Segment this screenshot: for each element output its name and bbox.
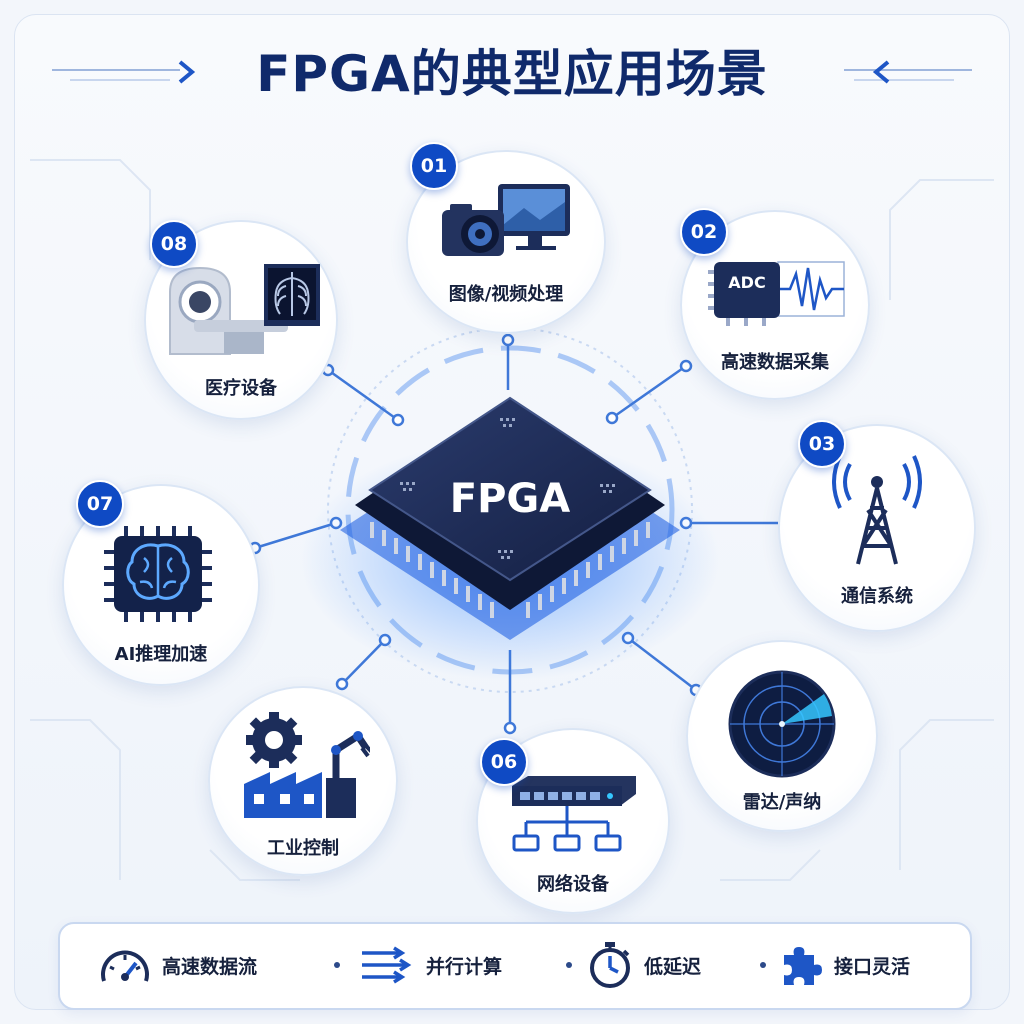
fpga-chip <box>340 396 680 640</box>
title-decoration-right <box>844 60 972 84</box>
node-number-badge: 02 <box>680 208 728 256</box>
feature-label: 并行计算 <box>426 955 503 978</box>
separator-dot <box>760 962 766 968</box>
network-switch-icon <box>512 776 636 852</box>
parallel-arrows-icon <box>362 946 412 984</box>
node-label: 工业控制 <box>267 838 339 859</box>
adc-waveform-icon: ADC <box>708 261 845 326</box>
speedometer-icon <box>101 950 149 982</box>
radar-icon <box>728 670 836 778</box>
chip-pins <box>370 522 650 618</box>
node-image-video[interactable]: 图像/视频处理 <box>406 150 606 334</box>
feature-item: 高速数据流 <box>98 945 257 985</box>
feature-item: 接口灵活 <box>780 945 910 985</box>
node-label: AI推理加速 <box>114 644 208 665</box>
node-label: 图像/视频处理 <box>448 284 564 305</box>
node-label: 高速数据采集 <box>721 352 829 373</box>
feature-item: 低延迟 <box>586 942 702 988</box>
camera-monitor-icon <box>442 184 570 256</box>
node-number-badge: 03 <box>798 420 846 468</box>
page-title: FPGA的典型应用场景 <box>256 45 768 103</box>
feature-label: 高速数据流 <box>162 955 258 978</box>
node-label: 网络设备 <box>537 874 609 895</box>
node-radar-sonar[interactable]: 雷达/声纳 <box>686 640 878 832</box>
adc-text: ADC <box>728 273 765 292</box>
puzzle-icon <box>784 947 822 985</box>
stopwatch-icon <box>590 942 630 988</box>
title-decoration-left <box>52 60 196 84</box>
node-label: 通信系统 <box>841 586 913 607</box>
node-number-badge: 07 <box>76 480 124 528</box>
ct-scanner-xray-icon <box>169 264 320 355</box>
antenna-tower-icon <box>832 455 922 565</box>
separator-dot <box>334 962 340 968</box>
separator-dot <box>566 962 572 968</box>
node-number-badge: 06 <box>480 738 528 786</box>
feature-label: 低延迟 <box>644 955 702 978</box>
node-number-badge: 08 <box>150 220 198 268</box>
node-label: 医疗设备 <box>205 378 277 399</box>
ai-brain-chip-icon <box>104 526 212 622</box>
circuit-traces <box>30 159 994 881</box>
node-number-badge: 01 <box>410 142 458 190</box>
chip-label: FPGA <box>449 476 571 522</box>
node-label: 雷达/声纳 <box>742 792 822 813</box>
node-industrial-control[interactable]: 工业控制 <box>208 686 398 876</box>
factory-gear-robot-icon <box>244 712 370 818</box>
feature-item: 并行计算 <box>358 945 502 985</box>
feature-label: 接口灵活 <box>834 955 911 978</box>
